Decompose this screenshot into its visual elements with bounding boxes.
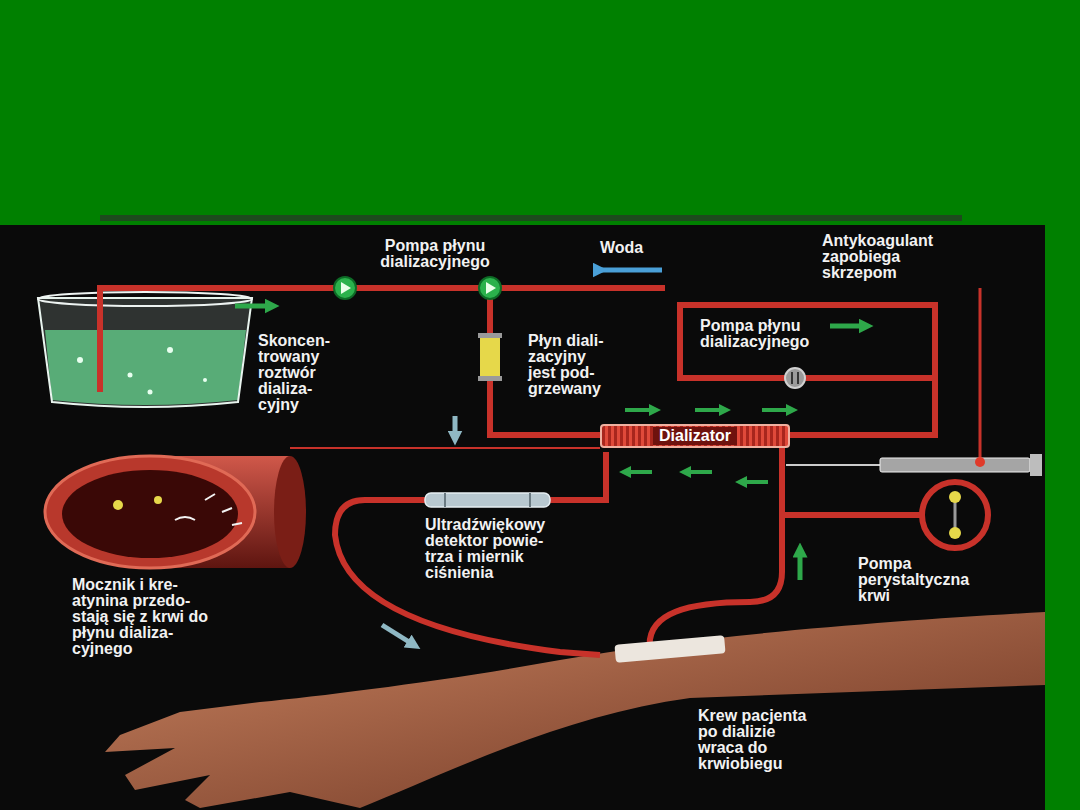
callout-label: Mocznik i kre- atynina przedo- stają się…	[72, 577, 222, 657]
water-arrow	[600, 268, 662, 273]
syringe	[880, 458, 1030, 472]
callout-label: Antykoagulant zapobiega skrzepom	[822, 233, 962, 281]
flow-arrow	[235, 304, 272, 309]
label-slot: Ultradźwiękowy detektor powie- trza i mi…	[425, 517, 565, 581]
flow-arrow	[685, 470, 712, 474]
beaker-rim	[38, 292, 252, 306]
callout-label: Płyn diali- zacyjny jest pod- grzewany	[528, 333, 608, 397]
syringe-needle	[786, 464, 880, 466]
vessel-end	[274, 456, 306, 568]
blood-out-tube	[335, 452, 606, 655]
photo-panel	[0, 225, 1045, 810]
pump-symbol	[479, 277, 501, 299]
heater-cap	[478, 376, 502, 381]
label-slot: Woda	[600, 240, 680, 256]
bandage	[614, 635, 725, 663]
detector-mark	[445, 493, 530, 507]
bubble	[148, 390, 153, 395]
label-slot: Antykoagulant zapobiega skrzepom	[822, 233, 962, 281]
blood-cell	[113, 500, 123, 510]
pump-roller	[949, 527, 961, 539]
label-slot: Pompa płynu dializacyjnego	[700, 318, 900, 350]
pump-triangle	[486, 282, 496, 294]
patient-arm	[105, 612, 1045, 808]
vessel-opening	[45, 456, 255, 568]
label-slot: Pompa płynu dializacyjnego	[345, 238, 525, 270]
peristaltic-pump	[922, 482, 988, 548]
label-slot: Płyn diali- zacyjny jest pod- grzewany	[528, 333, 608, 397]
callout-label: Pompa płynu dializacyjnego	[700, 318, 900, 350]
vessel-lumen	[62, 470, 238, 558]
header-rule	[100, 215, 962, 221]
flow-arrow	[695, 408, 725, 412]
pump-tube	[782, 512, 922, 518]
blood-cell	[154, 496, 162, 504]
anticoagulant-line	[979, 288, 982, 458]
anticoagulant-drop	[975, 457, 985, 467]
callout-label: Skoncen- trowany roztwór dializa- cyjny	[258, 333, 353, 413]
callout-label: Pompa płynu dializacyjnego	[345, 238, 525, 270]
flow-arrow	[798, 550, 803, 580]
callout-label: Pompa perystaltyczna krwi	[858, 556, 978, 604]
callout-label: Ultradźwiękowy detektor powie- trza i mi…	[425, 517, 565, 581]
pump-symbol	[334, 277, 356, 299]
flow-arrow	[625, 408, 655, 412]
bubble	[203, 378, 207, 382]
air-detector	[425, 493, 550, 507]
label-slot: Pompa perystaltyczna krwi	[858, 556, 978, 604]
beaker	[38, 298, 252, 407]
dialyzer-box: Dializator	[600, 424, 790, 448]
pump-mark	[792, 372, 798, 384]
callout-label: Krew pacjenta po dializie wraca do krwio…	[698, 708, 818, 772]
heater	[480, 335, 500, 379]
dialysate-return-tube	[680, 305, 935, 435]
heater-cap	[478, 333, 502, 338]
bubble	[128, 373, 133, 378]
blood-return-tube	[650, 448, 782, 650]
node-text: Dializator	[653, 427, 737, 445]
label-slot: Mocznik i kre- atynina przedo- stają się…	[72, 577, 222, 657]
bubble	[167, 347, 173, 353]
flow-arrow	[830, 324, 866, 329]
pump-triangle	[341, 282, 351, 294]
leader-line	[290, 447, 600, 449]
bubble	[77, 357, 83, 363]
diffusion-marks	[175, 494, 242, 525]
label-slot: Krew pacjenta po dializie wraca do krwio…	[698, 708, 818, 772]
label-slot: Skoncen- trowany roztwór dializa- cyjny	[258, 333, 353, 413]
pump-roller	[949, 491, 961, 503]
syringe-plunger	[1030, 454, 1042, 476]
flow-arrow	[625, 470, 652, 474]
flow-arrow	[762, 408, 792, 412]
flow-arrow	[741, 480, 768, 484]
pump-symbol	[785, 368, 805, 388]
flow-arrow	[382, 625, 414, 645]
flow-arrow	[453, 416, 458, 438]
callout-label: Woda	[600, 240, 680, 256]
